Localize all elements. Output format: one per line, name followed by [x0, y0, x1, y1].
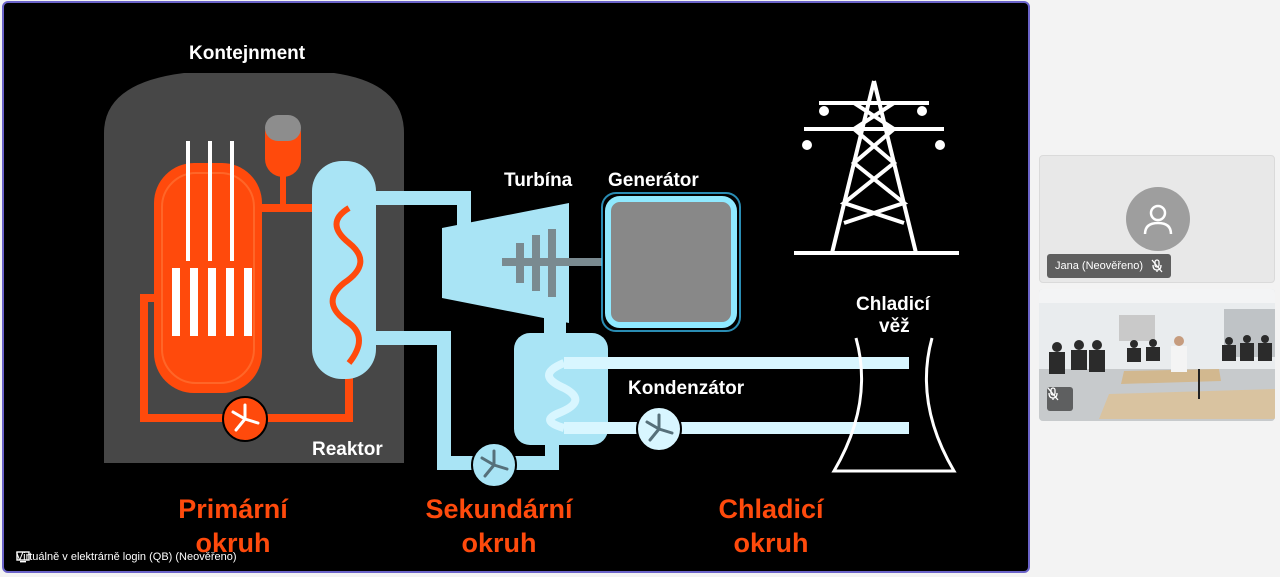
mic-muted-button[interactable] [1047, 387, 1073, 411]
screen-share-icon [16, 551, 30, 563]
generator [605, 196, 737, 328]
turbine-shaft-icon [502, 229, 602, 297]
person-icon [1143, 204, 1173, 235]
participant-name: Jana (Neověřeno) [1055, 260, 1144, 272]
presenter-name: Virtuálně v elektrárně login (QB) (Neově… [16, 551, 237, 563]
mic-muted-icon [1047, 387, 1059, 401]
label-reactor: Reaktor [312, 439, 383, 460]
secondary-loop-pipes [376, 191, 559, 470]
presenter-label: Virtuálně v elektrárně login (QB) (Neově… [16, 551, 237, 563]
label-secondary-2: okruh [461, 528, 536, 558]
label-primary-1: Primární [178, 494, 289, 524]
label-containment: Kontejnment [189, 43, 306, 64]
participant-name-pill: Jana (Neověřeno) [1047, 254, 1172, 278]
label-generator: Generátor [608, 170, 699, 191]
power-pylon-icon [794, 80, 959, 255]
avatar [1126, 187, 1190, 251]
label-cooling-tower-1: Chladicí [856, 294, 931, 315]
label-condenser: Kondenzátor [628, 378, 745, 399]
participant-tile-jana[interactable]: Jana (Neověřeno) [1039, 155, 1275, 283]
label-cooling-2: okruh [733, 528, 808, 558]
label-cooling-1: Chladicí [718, 494, 825, 524]
label-secondary-1: Sekundární [425, 494, 574, 524]
label-cooling-tower-2: věž [879, 316, 910, 337]
label-turbine: Turbína [504, 170, 573, 191]
mic-muted-icon [1151, 259, 1163, 273]
steam-generator [312, 161, 376, 379]
slide-diagram: Kontejnment Reaktor Turbína Generátor Ko… [104, 43, 959, 558]
cooling-tower [831, 337, 957, 473]
control-rods [172, 141, 252, 336]
shared-screen[interactable]: Kontejnment Reaktor Turbína Generátor Ko… [2, 1, 1030, 573]
classroom-video [1039, 289, 1275, 421]
participant-tile-classroom[interactable] [1039, 289, 1275, 421]
label-primary-2: okruh [195, 528, 270, 558]
